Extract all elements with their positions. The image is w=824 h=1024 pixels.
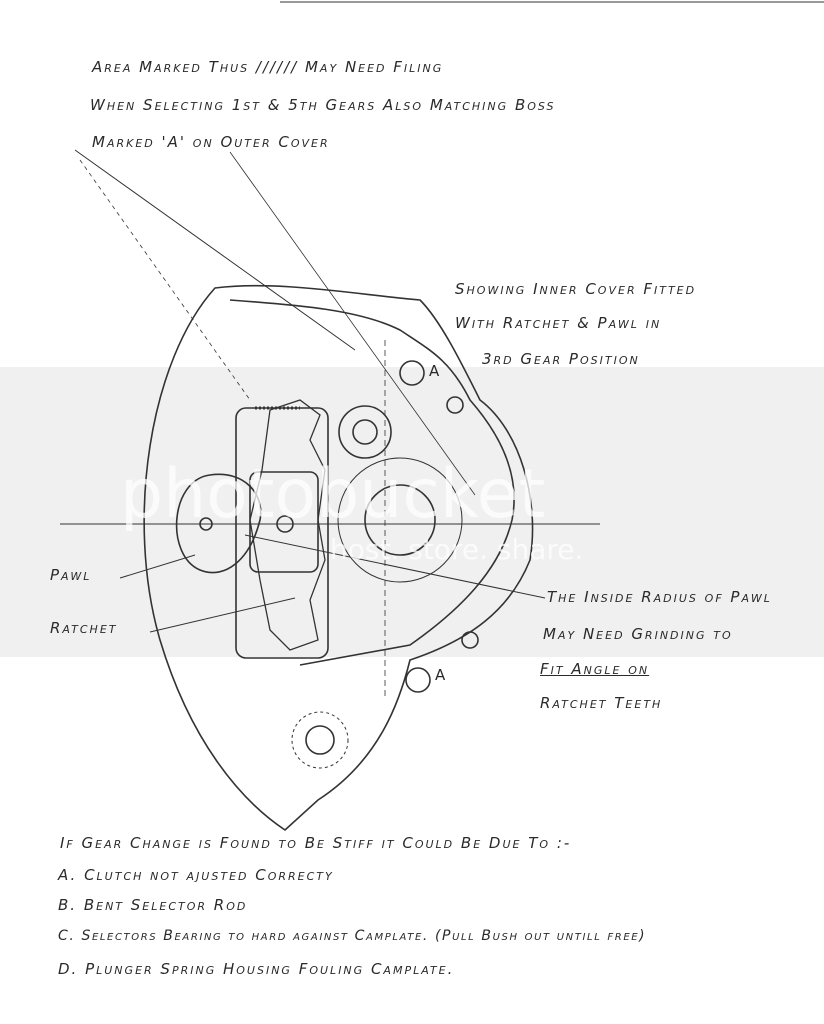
header-note-line-1: Area Marked Thus ////// May Need Filing bbox=[92, 58, 444, 76]
pawl-note-leader bbox=[244, 534, 546, 599]
cover-outline bbox=[143, 284, 534, 832]
pawl-note-line-3: Fit Angle on bbox=[540, 660, 650, 678]
cause-item: B. Bent Selector Rod bbox=[58, 896, 248, 914]
main-shaft bbox=[364, 484, 436, 556]
watermark-brand: photobucket bbox=[120, 455, 546, 534]
leader-line bbox=[74, 149, 356, 351]
watermark-band bbox=[0, 367, 824, 657]
lower-shaft-inner bbox=[305, 725, 335, 755]
boss-hole bbox=[461, 631, 479, 649]
boss-label-a-bottom: A bbox=[435, 666, 448, 684]
main-shaft-outer bbox=[337, 457, 463, 583]
ratchet-housing bbox=[235, 407, 329, 659]
cause-item: A. Clutch not ajusted Correcty bbox=[58, 866, 334, 884]
pawl-note-line-2: May Need Grinding to bbox=[543, 625, 733, 643]
caption-line-2: With Ratchet & Pawl in bbox=[455, 314, 662, 332]
pawl bbox=[175, 473, 262, 574]
pawl-note-line-1: The Inside Radius of Pawl bbox=[547, 588, 772, 606]
ratchet bbox=[249, 471, 319, 573]
leader-line-dashed bbox=[79, 159, 251, 401]
ratchet-leader bbox=[149, 597, 296, 633]
pawl-label: Pawl bbox=[50, 566, 92, 584]
pawl-pivot bbox=[199, 517, 213, 531]
shaft-top bbox=[338, 405, 392, 459]
header-note-line-3: Marked 'A' on Outer Cover bbox=[92, 133, 330, 151]
cause-item: D. Plunger Spring Housing Fouling Campla… bbox=[58, 960, 455, 978]
caption-line-3: 3rd Gear Position bbox=[482, 350, 640, 368]
causes-heading: If Gear Change is Found to Be Stiff it C… bbox=[60, 834, 572, 852]
inner-flange bbox=[229, 299, 515, 666]
header-note-line-2: When Selecting 1st & 5th Gears Also Matc… bbox=[90, 96, 556, 114]
ratchet-pivot bbox=[276, 515, 294, 533]
cause-item: C. Selectors Bearing to hard against Cam… bbox=[58, 928, 647, 944]
pawl-leader bbox=[119, 554, 196, 579]
boss-a-bottom bbox=[405, 667, 431, 693]
watermark-tagline: host. store. share. bbox=[330, 533, 584, 566]
pawl-note-line-4: Ratchet Teeth bbox=[540, 694, 663, 712]
leader-line bbox=[229, 151, 476, 496]
ratchet-label: Ratchet bbox=[50, 619, 118, 637]
boss-label-a-top: A bbox=[429, 362, 442, 380]
caption-line-1: Showing Inner Cover Fitted bbox=[455, 280, 697, 298]
boss-a-top bbox=[399, 360, 425, 386]
shaft-top-inner bbox=[352, 419, 378, 445]
boss-hole bbox=[446, 396, 464, 414]
lower-shaft bbox=[291, 711, 349, 769]
